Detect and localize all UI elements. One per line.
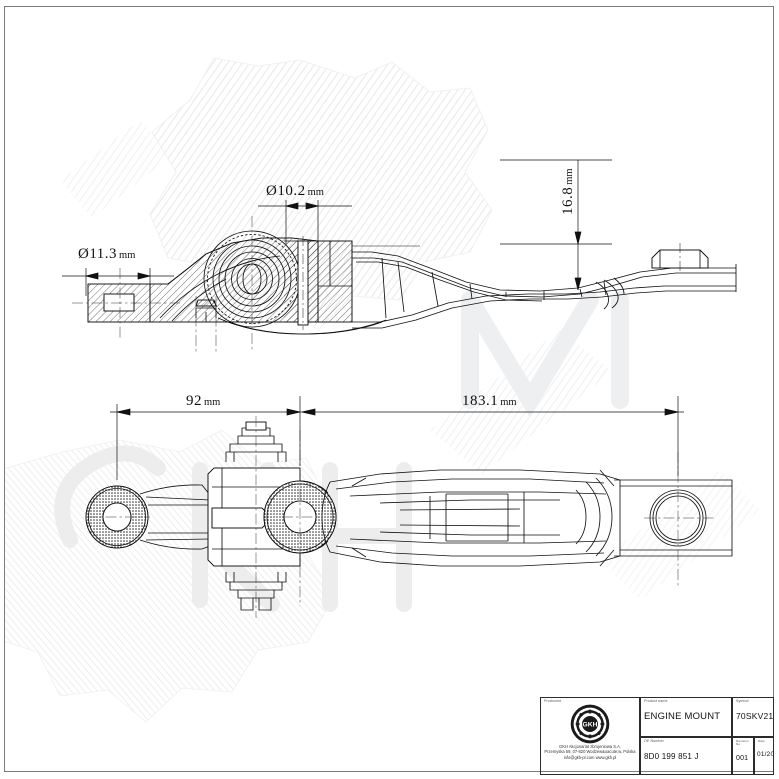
gear-emblem-logo: GKH [570,704,610,744]
revision-label: Revision No [736,739,749,747]
oe-number-label: OE Number [644,739,664,743]
dimension-label-h-16-8: 16.8mm [560,168,576,215]
address-line-2: Przemyska 59, 07-820 Wodzew&oacute;w, Po… [544,749,636,755]
oe-number-value: 8D0 199 851 J [644,751,699,761]
dimension-dia-10-2 [258,200,352,244]
date-value: 01/2025 [757,751,774,759]
logo-text: GKH [583,721,598,728]
symbol-value: 70SKV218 [736,710,774,721]
dimension-len-92 [110,396,306,480]
date-label: Date [758,739,765,743]
symbol-label: Symbol [736,699,749,703]
address-line-3: info@gkh-pl.com www.gkh.pl [563,754,617,760]
product-name-label: Product name [644,699,668,703]
address-line-1: GKH Akcjonariat zbrojeniowa S.A. [559,743,621,749]
title-block-revision-cell: Revision No 001 [732,737,754,775]
title-block-oe-number-cell: OE Number 8D0 199 851 J [640,737,732,775]
title-block-product-name-cell: Product name ENGINE MOUNT [640,697,732,737]
manufacturer-address: GKH Akcjonariat zbrojeniowa S.A. Przemys… [541,744,639,761]
title-block-date-cell: Date 01/2025 [754,737,774,775]
dimension-len-183-1 [301,396,684,476]
product-name-value: ENGINE MOUNT [644,710,721,722]
title-block-symbol-cell: Symbol 70SKV218 [732,697,774,737]
title-block-manufacturer-cell: Producent [540,697,640,775]
revision-value: 001 [736,754,749,762]
dimension-dia-11-3 [62,268,174,296]
manufacturer-label: Producent [544,699,562,703]
title-block: Producent [540,697,774,775]
dimension-h-16-8 [500,159,612,291]
